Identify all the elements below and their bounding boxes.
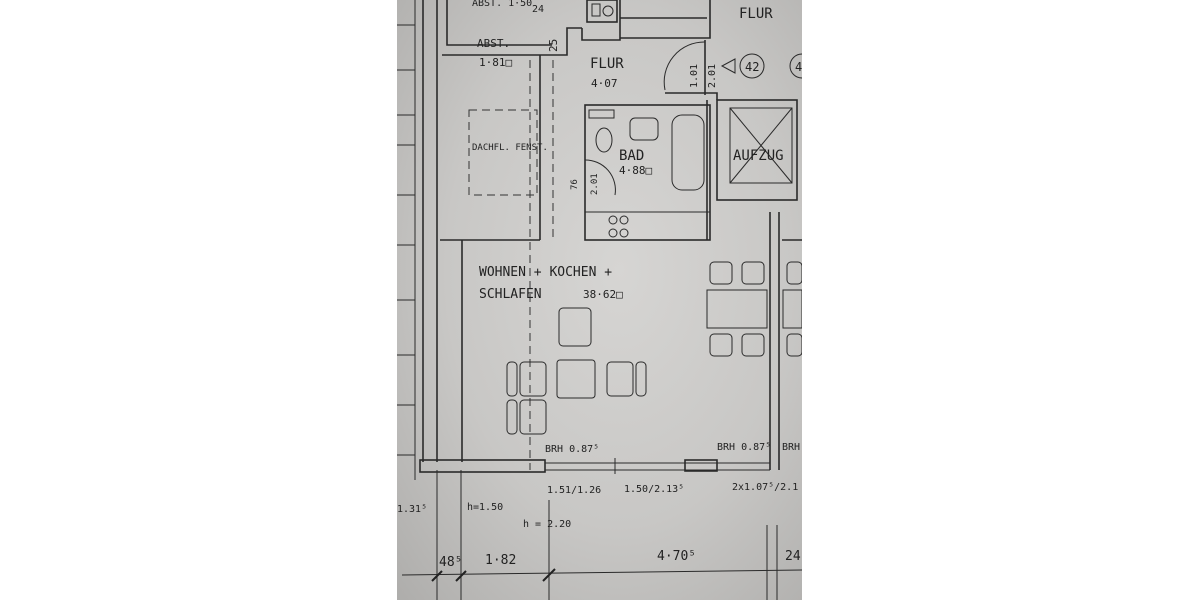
label-door-height: 2.01 <box>707 64 718 88</box>
label-wohnen-area: 38·62□ <box>583 288 623 301</box>
label-flur: FLUR <box>590 56 624 72</box>
label-abst-top-dim: 24 <box>532 4 544 15</box>
label-brh-2: BRH 0.87⁵ <box>717 442 771 453</box>
dim-h-220: h = 2.20 <box>523 519 571 530</box>
label-abst: ABST. <box>477 37 510 50</box>
label-schlafen: SCHLAFEN <box>479 287 542 302</box>
label-flur-outer: FLUR <box>739 6 773 22</box>
furniture <box>506 261 802 435</box>
label-brh-3: BRH <box>782 442 800 453</box>
dim-182: 1·82 <box>485 553 516 568</box>
label-abst-area: 1·81□ <box>479 56 512 69</box>
label-bad-area: 4·88□ <box>619 164 652 177</box>
dim-h-150: h=1.50 <box>467 502 503 513</box>
label-bad: BAD <box>619 148 644 164</box>
label-aufzug: AUFZUG <box>733 148 784 164</box>
label-window-2: 1.50/2.13⁵ <box>624 484 684 495</box>
label-bad-door-width: 76 <box>570 179 580 190</box>
label-door-width: 1.01 <box>689 64 700 88</box>
label-window-1: 1.51/1.26 <box>547 485 601 496</box>
label-window-3: 2x1.07⁵/2.1 <box>732 482 798 493</box>
label-flur-area: 4·07 <box>591 77 618 90</box>
apartment-number-next: 4 <box>795 60 802 74</box>
floor-plan-photo: ABST. 1·50 24 ABST. 1·81□ 25 FLUR 4·07 F… <box>397 0 802 600</box>
dim-48: 48⁵ <box>439 555 462 570</box>
dim-24: 24 <box>785 549 801 564</box>
dim-470: 4·70⁵ <box>657 549 696 564</box>
labels: ABST. 1·50 24 ABST. 1·81□ 25 FLUR 4·07 F… <box>397 0 802 570</box>
label-dachfenster: DACHFL. FENST. <box>472 143 548 153</box>
floor-plan: ABST. 1·50 24 ABST. 1·81□ 25 FLUR 4·07 F… <box>397 0 802 600</box>
label-brh-1: BRH 0.87⁵ <box>545 444 599 455</box>
label-abst-top: ABST. 1·50 <box>472 0 532 9</box>
label-bad-door-height: 2.01 <box>590 173 600 195</box>
label-abst-dim: 25 <box>547 39 560 52</box>
apartment-number: 42 <box>745 60 759 74</box>
label-wohnen: WOHNEN + KOCHEN + <box>479 265 612 280</box>
walls <box>397 0 802 600</box>
dim-left: 1.31⁵ <box>397 504 427 515</box>
